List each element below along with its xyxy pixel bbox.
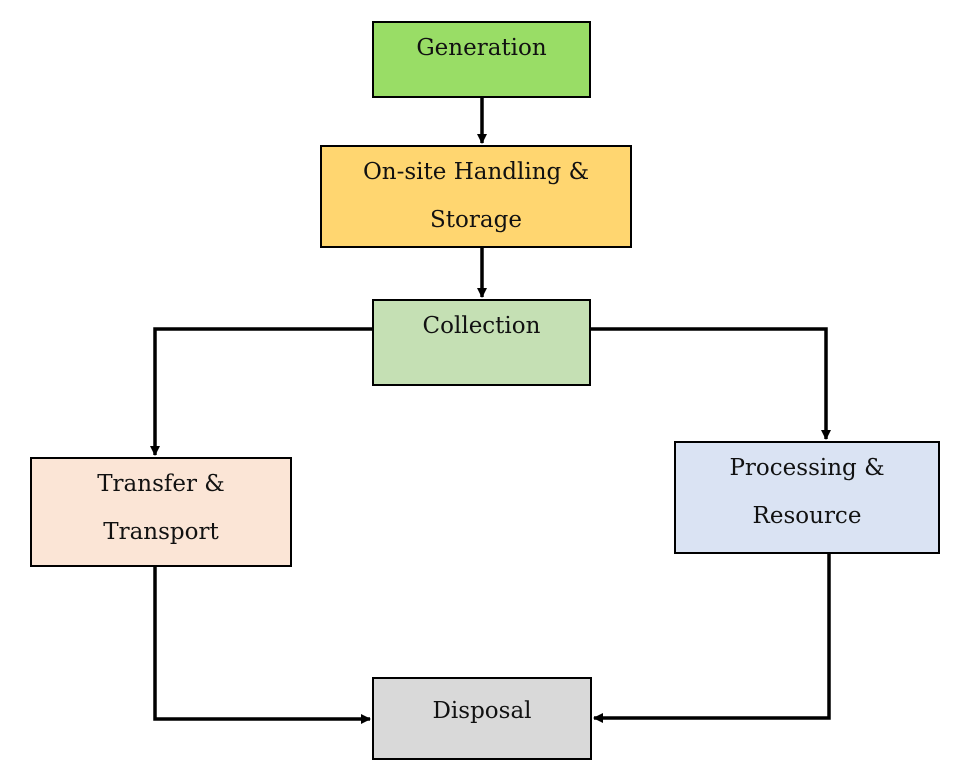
node-processing-label-line1: Processing & <box>729 455 885 481</box>
arrow-collection-to-transfer <box>150 327 372 456</box>
node-onsite-handling-storage: On-site Handling & Storage <box>320 145 632 248</box>
node-onsite-label-line1: On-site Handling & <box>362 159 590 185</box>
node-processing-label-line2: Resource <box>752 503 862 529</box>
arrow-collection-to-processing <box>591 327 831 440</box>
node-onsite-label-line2: Storage <box>430 207 522 233</box>
node-processing-resource: Processing & Resource <box>674 441 940 554</box>
arrow-transfer-to-disposal <box>153 567 371 724</box>
arrow-processing-to-disposal <box>593 554 831 723</box>
node-transfer-transport: Transfer & Transport <box>30 457 292 567</box>
node-generation: Generation <box>372 21 591 98</box>
node-disposal: Disposal <box>372 677 592 760</box>
node-collection: Collection <box>372 299 591 386</box>
node-generation-label: Generation <box>416 35 547 61</box>
node-transfer-label-line1: Transfer & <box>97 471 225 497</box>
node-collection-label: Collection <box>422 313 541 339</box>
node-transfer-label-line2: Transport <box>103 519 219 545</box>
node-disposal-label: Disposal <box>432 698 532 724</box>
